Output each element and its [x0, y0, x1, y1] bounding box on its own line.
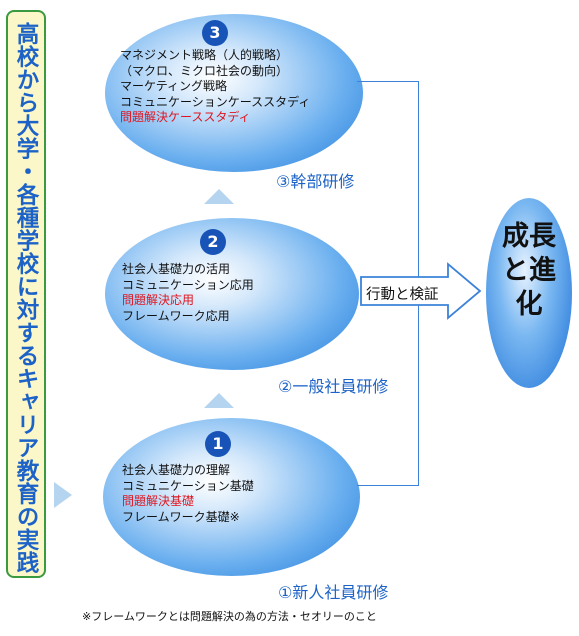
stage-2-line: フレームワーク応用 — [122, 308, 230, 323]
stage-2-title: ②一般社員研修 — [278, 377, 389, 396]
stage-2-line: 社会人基礎力の活用 — [122, 262, 231, 276]
stage-2-line: コミュニケーション応用 — [122, 277, 254, 292]
goal-line: と進 — [502, 255, 556, 286]
up-arrow-icon — [204, 393, 234, 408]
stage-3-line: マーケティング戦略 — [120, 79, 228, 93]
stage-1-number-badge: 1 — [205, 431, 231, 457]
stage-1-line: フレームワーク基礎※ — [122, 509, 240, 524]
goal-line: 化 — [515, 289, 543, 320]
stage-2-ellipse — [105, 218, 359, 370]
stage-3-line: コミュニケーションケーススタディ — [120, 94, 311, 109]
goal-text: 成長 と進 化 — [486, 220, 572, 322]
banner-text: 高校から大学・各種学校に対するキャリア教育の実践 — [13, 22, 39, 574]
stage-3-content: マネジメント戦略（人的戦略） （マクロ、ミクロ社会の動向） マーケティング戦略 … — [120, 48, 310, 126]
stage-3-ellipse — [105, 14, 363, 172]
stage-3-title: ③幹部研修 — [276, 172, 355, 191]
stage-3-line: マネジメント戦略（人的戦略） — [120, 48, 289, 62]
stage-2-line-highlight: 問題解決応用 — [122, 293, 195, 307]
up-arrow-icon — [204, 189, 234, 204]
banner-arrow-icon — [54, 482, 72, 508]
stage-1-line-highlight: 問題解決基礎 — [122, 494, 195, 508]
arrow-label: 行動と検証 — [366, 287, 439, 303]
right-arrow-icon — [360, 262, 482, 320]
footnote: ※フレームワークとは問題解決の為の方法・セオリーのこと — [82, 610, 377, 623]
stage-1-title: ①新人社員研修 — [278, 583, 389, 602]
stage-2-content: 社会人基礎力の活用 コミュニケーション応用 問題解決応用 フレームワーク応用 — [122, 262, 254, 324]
stage-1-content: 社会人基礎力の理解 コミュニケーション基礎 問題解決基礎 フレームワーク基礎※ — [122, 463, 254, 525]
goal-ellipse: 成長 と進 化 — [486, 198, 572, 388]
goal-line: 成長 — [502, 221, 556, 252]
stage-1-line: コミュニケーション基礎 — [122, 478, 254, 493]
stage-3-line-highlight: 問題解決ケーススタディ — [120, 110, 251, 124]
stage-3-number-badge: 3 — [202, 20, 228, 46]
stage-2-number-badge: 2 — [200, 229, 226, 255]
stage-3-line: （マクロ、ミクロ社会の動向） — [120, 63, 289, 78]
stage-1-line: 社会人基礎力の理解 — [122, 463, 231, 477]
stage-1-ellipse — [103, 418, 360, 576]
theme-banner: 高校から大学・各種学校に対するキャリア教育の実践 — [6, 10, 46, 578]
